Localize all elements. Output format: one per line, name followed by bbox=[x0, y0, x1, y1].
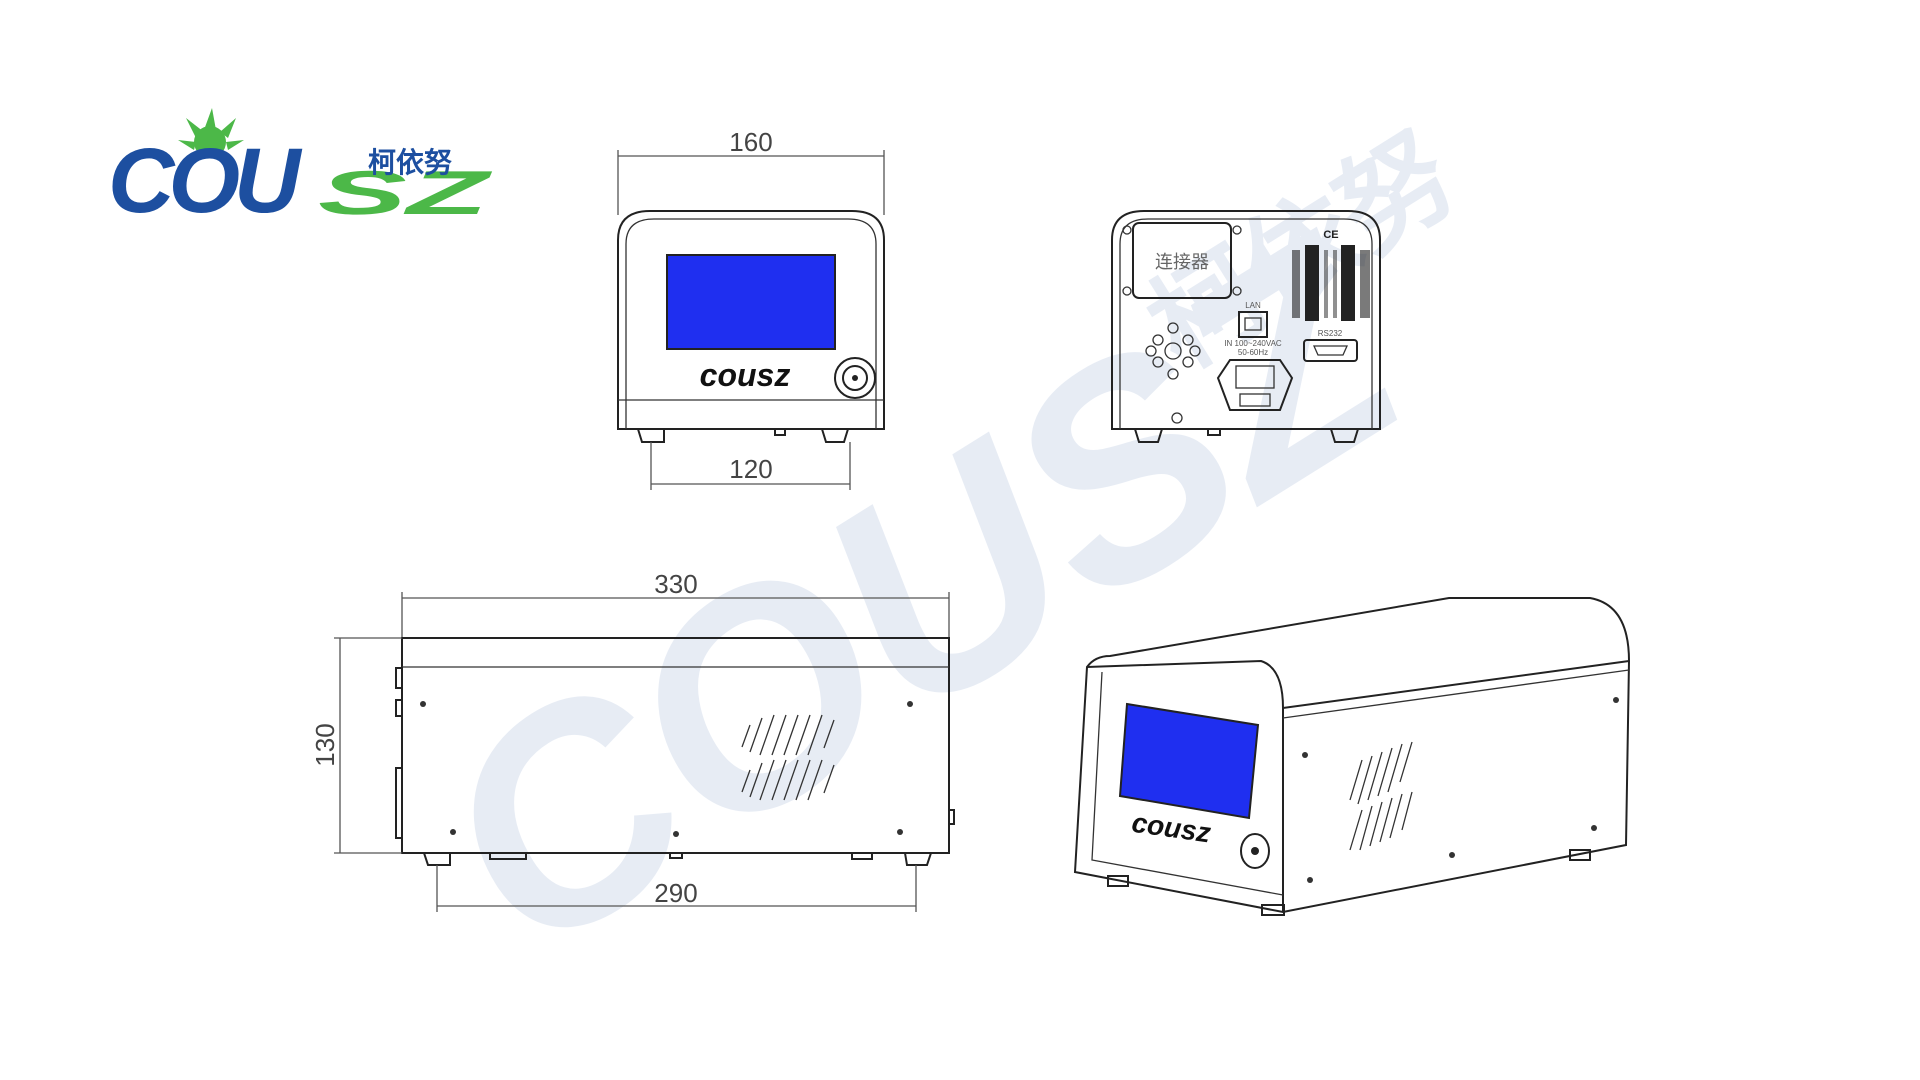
serial-label: RS232 bbox=[1318, 329, 1343, 338]
side-length-dim: 330 bbox=[654, 569, 697, 599]
connector-plate bbox=[1132, 222, 1232, 299]
side-foot-dim: 290 bbox=[654, 878, 697, 908]
company-logo: COU SZ 柯依努 bbox=[108, 108, 493, 232]
logo-brand-right: SZ bbox=[318, 159, 493, 228]
isometric-view: cousz bbox=[1073, 597, 1631, 916]
side-height-dim: 130 bbox=[310, 723, 340, 766]
power-inlet[interactable] bbox=[1216, 359, 1294, 411]
side-view: 330 130 290 bbox=[310, 569, 955, 912]
ce-mark: CE bbox=[1323, 229, 1338, 241]
fan-grill-icon bbox=[1145, 322, 1201, 380]
power-label-1: IN 100~240VAC bbox=[1224, 339, 1282, 348]
logo-chinese-name: 柯依努 bbox=[368, 146, 452, 179]
back-view: 连接器 CE LAN IN 100~240VAC 50-60Hz RS232 bbox=[1111, 210, 1381, 443]
iso-screen bbox=[1118, 702, 1260, 820]
logo-brand-left: COU bbox=[108, 130, 303, 232]
knob-icon bbox=[834, 357, 876, 399]
iso-knob-icon bbox=[1240, 833, 1270, 869]
iso-vent-slots bbox=[1349, 741, 1413, 851]
vent-slots bbox=[741, 714, 835, 801]
front-width-dim: 160 bbox=[729, 127, 772, 157]
iso-panel-logo: cousz bbox=[1130, 807, 1213, 849]
power-label-2: 50-60Hz bbox=[1238, 348, 1268, 357]
sun-icon bbox=[178, 108, 244, 158]
lan-label: LAN bbox=[1245, 301, 1261, 310]
front-panel-logo: cousz bbox=[700, 357, 791, 393]
serial-port[interactable] bbox=[1303, 339, 1358, 362]
lan-port[interactable] bbox=[1238, 311, 1268, 338]
front-foot-dim: 120 bbox=[729, 454, 772, 484]
front-view: 160 cousz 120 bbox=[617, 127, 885, 490]
front-screen bbox=[666, 254, 836, 350]
terminal-strips bbox=[1292, 245, 1370, 321]
connector-label: 连接器 bbox=[1155, 252, 1209, 273]
